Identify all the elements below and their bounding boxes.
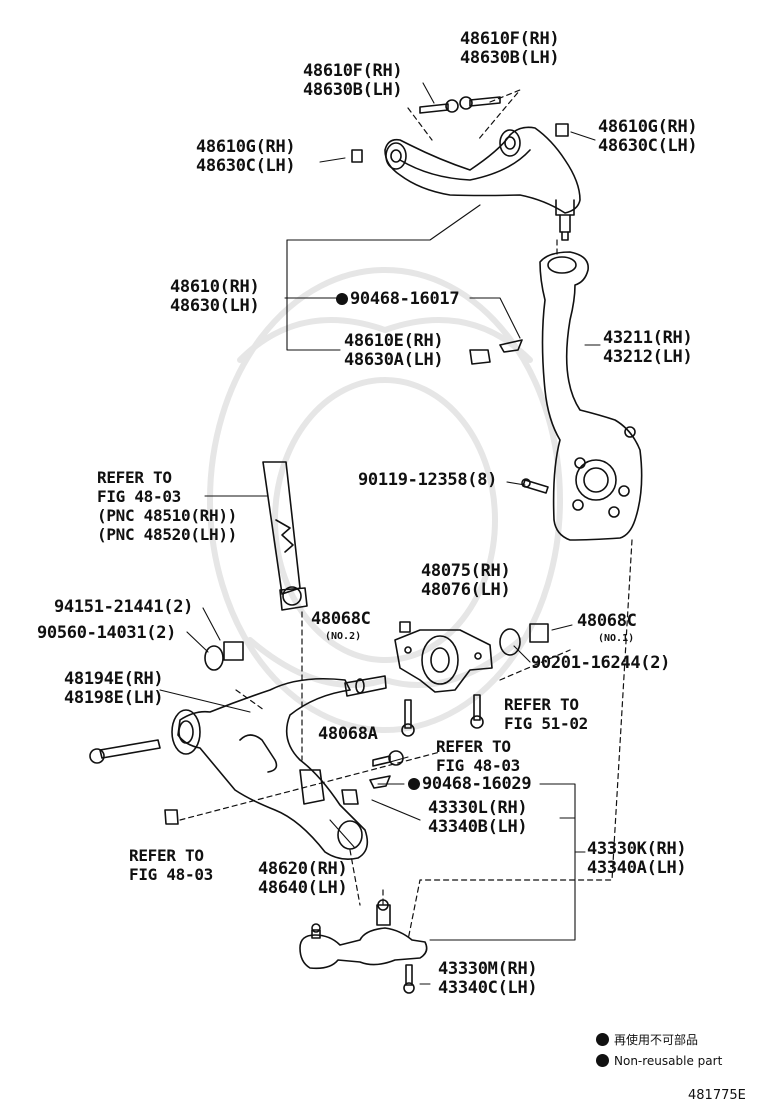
label-nut-94151: 94151-21441(2)	[54, 597, 194, 617]
legend-dot-icon	[596, 1033, 609, 1046]
label-knuckle-bolt: 90119-12358(8)	[358, 470, 498, 490]
lower-control-arm	[171, 675, 387, 860]
label-ball-joint-bolt: 43330M(RH) 43340C(LH)	[438, 959, 538, 998]
upper-arm-bolts	[351, 96, 569, 163]
label-refer-48-03-left: REFER TO FIG 48-03	[129, 846, 213, 884]
label-upper-nut-right: 48610G(RH) 48630C(LH)	[598, 117, 698, 156]
label-nut-48068c-right: 48068C	[577, 611, 637, 631]
label-ball-joint: 43330K(RH) 43340A(LH)	[587, 839, 687, 878]
label-nut-48068c-left-note: (NO.2)	[325, 631, 362, 642]
lower-bushing-bracket	[394, 629, 493, 693]
label-ball-nut-lower: 43330L(RH) 43340B(LH)	[428, 798, 528, 837]
label-upper-nut-left: 48610G(RH) 48630C(LH)	[196, 137, 296, 176]
label-refer-51-02: REFER TO FIG 51-02	[504, 695, 588, 733]
label-bushing: 48075(RH) 48076(LH)	[421, 561, 511, 600]
legend-dot-icon	[596, 1054, 609, 1067]
label-upper-bolt-top: 48610F(RH) 48630B(LH)	[460, 29, 560, 68]
non-reusable-dot	[336, 293, 348, 305]
label-washer-90201: 90201-16244(2)	[531, 653, 671, 673]
label-cotter-pin-upper: 90468-16017	[336, 290, 460, 309]
lower-ball-joint	[299, 899, 428, 994]
label-lower-arm: 48620(RH) 48640(LH)	[258, 859, 348, 898]
label-nut-48068c-right-note: (NO.1)	[598, 633, 635, 644]
label-upper-bolt: 48610F(RH) 48630B(LH)	[303, 61, 403, 100]
non-reusable-dot	[408, 778, 420, 790]
label-upper-ball-nut: 48610E(RH) 48630A(LH)	[344, 331, 444, 370]
label-refer-48-03-mid: REFER TO FIG 48-03	[436, 737, 520, 775]
label-nut-48068c-left: 48068C	[311, 609, 371, 629]
label-washer-90560: 90560-14031(2)	[37, 623, 177, 643]
figure-number: 481775E	[688, 1088, 746, 1103]
label-knuckle: 43211(RH) 43212(LH)	[603, 328, 693, 367]
label-lower-bolt: 48194E(RH) 48198E(LH)	[64, 669, 164, 708]
label-upper-arm: 48610(RH) 48630(LH)	[170, 277, 260, 316]
label-cotter-pin-lower: 90468-16029	[408, 775, 532, 794]
shock-absorber	[262, 461, 308, 611]
legend-jp: 再使用不可部品	[596, 1030, 722, 1051]
upper-control-arm	[384, 126, 581, 241]
legend: 再使用不可部品 Non-reusable part	[596, 1030, 722, 1072]
label-refer-shock: REFER TO FIG 48-03 (PNC 48510(RH)) (PNC …	[97, 468, 237, 544]
steering-knuckle	[539, 251, 643, 541]
label-bolt-48068a: 48068A	[318, 724, 378, 744]
legend-en: Non-reusable part	[596, 1051, 722, 1072]
